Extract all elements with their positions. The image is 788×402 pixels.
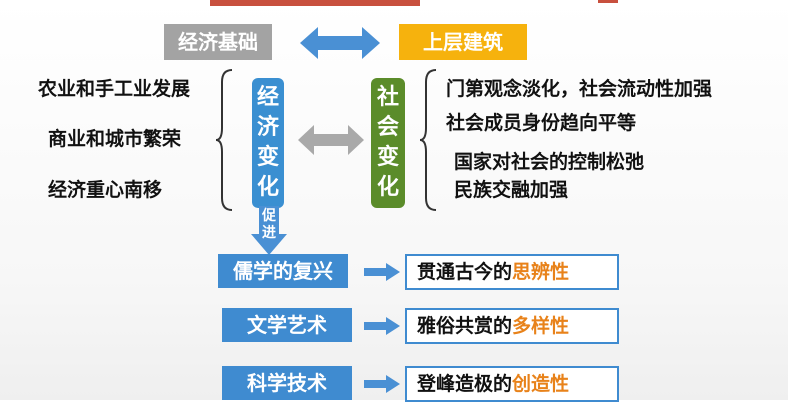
left-item-economic-center: 经济重心南移 (48, 179, 163, 201)
left-brace-icon (215, 69, 233, 211)
right-brace-icon (419, 69, 437, 211)
economic-change-char: 变 (256, 145, 279, 170)
row-result-highlight: 多样性 (512, 315, 570, 337)
right-item-equality: 社会成员身份趋向平等 (446, 112, 637, 134)
row-result-prefix: 登峰造极的 (417, 373, 513, 395)
double-arrow-gray-icon (298, 125, 364, 155)
top-accent-bar (210, 0, 420, 6)
superstructure-label: 上层建筑 (399, 24, 527, 60)
promote-char: 促 (262, 208, 276, 224)
right-item-mobility: 门第观念淡化，社会流动性加强 (446, 78, 713, 100)
social-change-box: 社 会 变 化 (371, 78, 405, 208)
row-label-science-tech: 科学技术 (222, 366, 352, 400)
promote-label: 促 进 (259, 208, 279, 242)
left-item-agriculture: 农业和手工业发展 (38, 78, 191, 100)
economic-base-label: 经济基础 (164, 24, 272, 60)
social-change-char: 会 (376, 115, 399, 140)
promote-down-arrow-icon (251, 206, 287, 255)
row-label-confucianism: 儒学的复兴 (218, 254, 348, 288)
promote-char: 进 (262, 225, 276, 241)
row-result-prefix: 雅俗共赏的 (417, 315, 513, 337)
right-arrow-icon (364, 317, 400, 335)
row-label-literature-art: 文学艺术 (222, 308, 352, 342)
social-change-char: 变 (376, 145, 399, 170)
economic-change-char: 济 (256, 115, 279, 140)
right-arrow-icon (364, 375, 400, 393)
top-accent-bar-small (598, 0, 618, 3)
right-item-control: 国家对社会的控制松弛 (454, 151, 645, 173)
row-result-prefix: 贯通古今的 (417, 261, 513, 283)
row-result-confucianism: 贯通古今的思辨性 (405, 254, 619, 290)
left-item-commerce: 商业和城市繁荣 (48, 128, 182, 150)
right-arrow-icon (364, 263, 400, 281)
double-arrow-blue-icon (300, 27, 380, 59)
economic-change-char: 化 (256, 175, 279, 200)
economic-change-box: 经 济 变 化 (252, 78, 284, 208)
row-result-highlight: 创造性 (512, 373, 570, 395)
economic-change-char: 经 (256, 85, 279, 110)
social-change-char: 化 (376, 175, 399, 200)
row-result-literature-art: 雅俗共赏的多样性 (405, 308, 619, 344)
social-change-char: 社 (376, 85, 399, 110)
row-result-science-tech: 登峰造极的创造性 (405, 366, 619, 402)
right-item-integration: 民族交融加强 (454, 179, 569, 201)
row-result-highlight: 思辨性 (512, 261, 570, 283)
